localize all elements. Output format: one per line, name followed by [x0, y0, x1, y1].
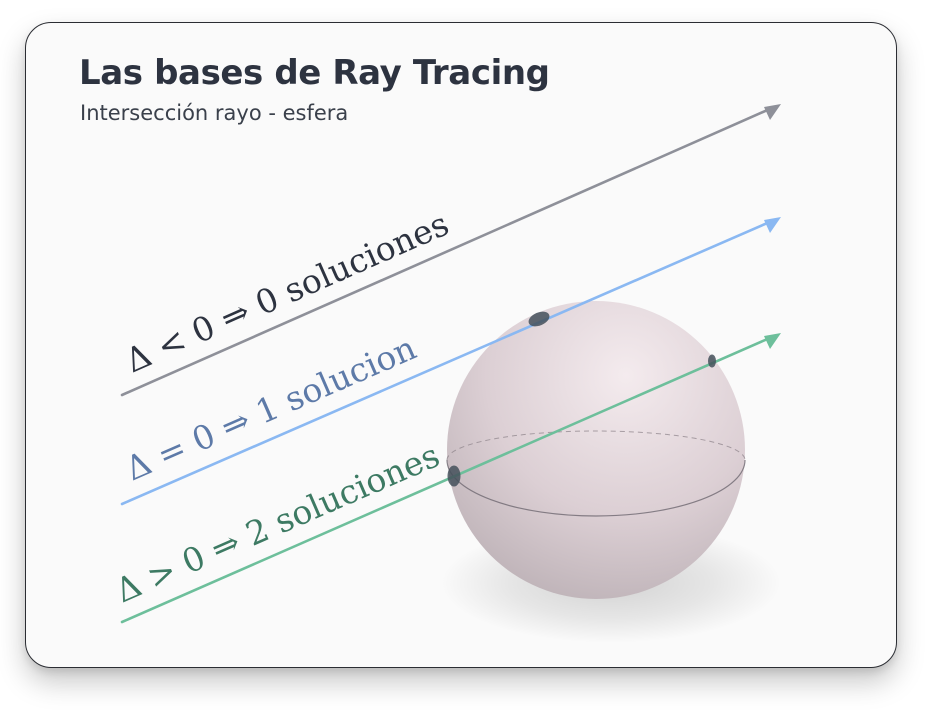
- diagram-card: Las bases de Ray Tracing Intersección ra…: [25, 22, 897, 668]
- exit-point: [708, 354, 716, 368]
- sphere-equator-front: [446, 459, 746, 517]
- ray-sphere-diagram: Δ < 0 ⇒ 0 soluciones Δ = 0 ⇒ 1 solucion …: [110, 104, 781, 643]
- entry-point: [447, 465, 461, 487]
- page-subtitle: Intersección rayo - esfera: [80, 101, 349, 125]
- tangent-point: [528, 311, 550, 327]
- sphere: [447, 301, 745, 599]
- sphere-equator-back: [446, 430, 746, 461]
- page-title: Las bases de Ray Tracing: [79, 53, 550, 93]
